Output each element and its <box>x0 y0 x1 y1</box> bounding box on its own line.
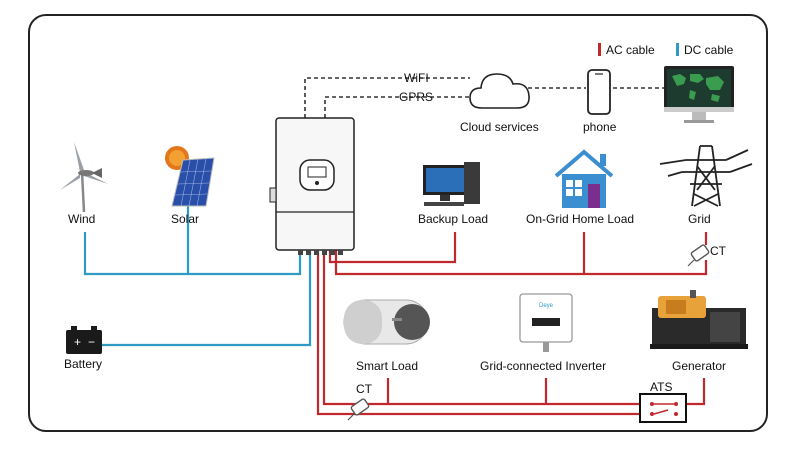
ac-cable-bottom-2 <box>316 250 655 416</box>
solar-panel-icon <box>165 146 215 207</box>
dc-cable-battery <box>100 250 312 347</box>
battery-icon: + − <box>66 326 102 354</box>
smart-load-label: Smart Load <box>356 359 419 373</box>
dc-legend-label: DC cable <box>684 43 734 57</box>
ac-cable-backup <box>328 232 457 264</box>
ct-clamp-grid <box>687 244 710 267</box>
generator-label: Generator <box>672 359 727 373</box>
gprs-label: GPRS <box>399 90 434 104</box>
legend-ac: AC cable <box>598 43 655 57</box>
water-heater-icon <box>343 299 430 345</box>
solar-label: Solar <box>171 212 200 226</box>
diagram-frame <box>28 14 768 432</box>
wifi-label: WiFI <box>404 71 429 85</box>
ongrid-home-label: On-Grid Home Load <box>526 212 635 226</box>
power-tower-icon <box>659 145 753 207</box>
inverter-brand-text: Deye <box>539 303 554 309</box>
grid-inverter-icon: Deye <box>519 293 573 352</box>
cloud-label: Cloud services <box>460 120 539 134</box>
dc-cable-wind <box>83 232 302 276</box>
ac-cable-bottom <box>322 250 655 406</box>
ac-cable-grid <box>334 250 708 276</box>
wifi-link <box>304 77 470 118</box>
hybrid-inverter <box>269 117 355 255</box>
dc-legend-swatch <box>676 43 679 56</box>
wind-turbine-icon <box>60 142 108 213</box>
computer-icon <box>423 162 480 206</box>
ct-grid-label: CT <box>710 244 726 258</box>
legend-dc: DC cable <box>676 43 733 57</box>
communication-lines <box>304 77 664 118</box>
battery-label: Battery <box>64 357 103 371</box>
ct-bottom-label: CT <box>356 382 372 396</box>
ac-legend-swatch <box>598 43 601 56</box>
house-icon <box>554 149 614 208</box>
ac-legend-label: AC cable <box>606 43 655 57</box>
svg-text:+: + <box>74 335 81 349</box>
ac-cables <box>316 232 708 416</box>
grid-inverter-label: Grid-connected Inverter <box>480 359 607 373</box>
ct-clamp-bottom <box>347 398 370 421</box>
backup-load-label: Backup Load <box>418 212 489 226</box>
svg-text:−: − <box>88 335 95 349</box>
gprs-link <box>324 96 470 118</box>
generator-icon <box>650 290 748 349</box>
phone-label: phone <box>583 120 617 134</box>
ats-label: ATS <box>650 380 673 394</box>
wind-label: Wind <box>68 212 96 226</box>
grid-label: Grid <box>688 212 711 226</box>
phone-icon <box>587 69 611 115</box>
ats-box <box>639 393 687 423</box>
monitor-icon <box>664 66 734 123</box>
cloud-icon <box>469 73 530 109</box>
dc-cables <box>83 205 312 347</box>
